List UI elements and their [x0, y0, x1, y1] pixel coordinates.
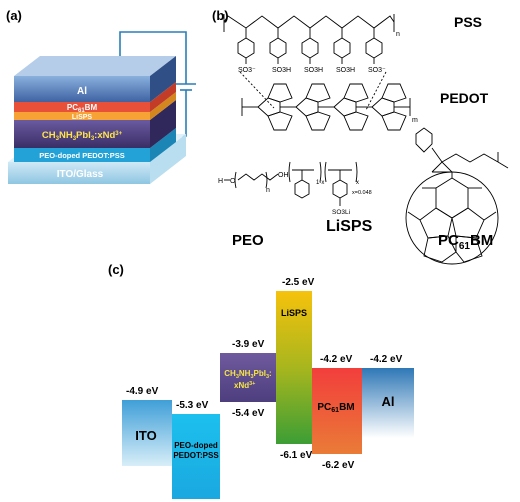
band-al — [362, 368, 414, 438]
pss-structure — [223, 14, 395, 64]
perovskite-label-1: CH3NH3PbI3: — [224, 369, 271, 380]
pcbm-bottom-value: -6.2 eV — [322, 460, 355, 471]
lisps-label: LiSPS — [326, 218, 373, 235]
lisps-band-label: LiSPS — [281, 308, 307, 318]
band-ito — [122, 400, 172, 466]
layer-lisps — [14, 92, 176, 120]
pedot-top-value: -5.3 eV — [176, 400, 209, 411]
label-al: Al — [77, 86, 87, 97]
energy-level-diagram: -4.9 eV ITO -5.3 eV PEO-doped PEDOT:PSS … — [122, 277, 414, 499]
pcbm-top-value: -4.2 eV — [320, 354, 353, 365]
peo-structure — [224, 171, 279, 189]
perovskite-bottom-value: -5.4 eV — [232, 408, 265, 419]
al-top-value: -4.2 eV — [370, 354, 403, 365]
pcbm-label: PC61BM — [438, 232, 494, 252]
pss-so3-right: SO3⁻ — [368, 67, 386, 74]
lisps-so3li: SO3Li — [332, 209, 350, 216]
label-lisps: LiSPS — [72, 114, 93, 121]
lisps-top-value: -2.5 eV — [282, 277, 315, 288]
panel-label-c: (c) — [108, 262, 124, 277]
band-lisps — [276, 291, 312, 444]
pcbm-structure — [405, 127, 509, 265]
al-band-label: Al — [382, 394, 395, 409]
perovskite-label-2: xNd3+ — [234, 381, 255, 390]
peo-n: n — [266, 187, 270, 194]
label-pedot: PEO-doped PEDOT:PSS — [39, 151, 124, 160]
peo-o: O — [230, 178, 236, 185]
peo-label: PEO — [232, 232, 264, 249]
pss-so3h-2: SO3H — [304, 67, 323, 74]
pss-label: PSS — [454, 14, 483, 30]
device-stack-diagram: Al PC61BM LiSPS CH3NH3PbI3:xNd3+ PEO-dop… — [8, 31, 196, 184]
label-ito: ITO/Glass — [57, 169, 104, 180]
layer-al — [14, 56, 176, 102]
pedot-label-2: PEDOT:PSS — [173, 451, 219, 460]
peo-h: H — [218, 178, 223, 185]
label-pcbm: PC61BM — [67, 103, 98, 114]
perovskite-top-value: -3.9 eV — [232, 339, 265, 350]
pss-so3-left: SO3⁻ — [238, 67, 256, 74]
peo-oh: OH — [278, 172, 289, 179]
pedot-label-1: PEO-doped — [174, 441, 218, 450]
lisps-bottom-value: -6.1 eV — [280, 450, 313, 461]
lisps-x: x — [356, 180, 359, 186]
pedot-structure — [241, 83, 411, 131]
layer-pcbm — [14, 82, 176, 112]
ito-label: ITO — [135, 428, 156, 443]
pss-so3h-1: SO3H — [272, 67, 291, 74]
pcbm-band-label: PC61BM — [317, 402, 354, 414]
lisps-xfrac: x=0.048 — [352, 190, 372, 196]
label-perovskite: CH3NH3PbI3:xNd3+ — [42, 130, 123, 142]
layer-pedot — [14, 128, 176, 162]
band-pedot — [172, 414, 220, 499]
lisps-structure — [288, 161, 358, 206]
pss-so3h-3: SO3H — [336, 67, 355, 74]
pedot-m-sub: m — [412, 117, 418, 124]
lisps-1x: 1-x — [316, 180, 324, 186]
ito-top-value: -4.9 eV — [126, 386, 159, 397]
chemical-structures: n SO3⁻ SO3H SO3H SO3H SO3⁻ m H O n OH 1-… — [218, 14, 509, 265]
pedot-label: PEDOT — [440, 90, 489, 106]
layer-perovskite — [14, 100, 176, 148]
panel-label-b: (b) — [212, 8, 229, 23]
panel-label-a: (a) — [6, 8, 22, 23]
band-perovskite — [220, 353, 276, 402]
pss-n-sub: n — [396, 31, 400, 38]
band-pcbm — [312, 368, 362, 454]
